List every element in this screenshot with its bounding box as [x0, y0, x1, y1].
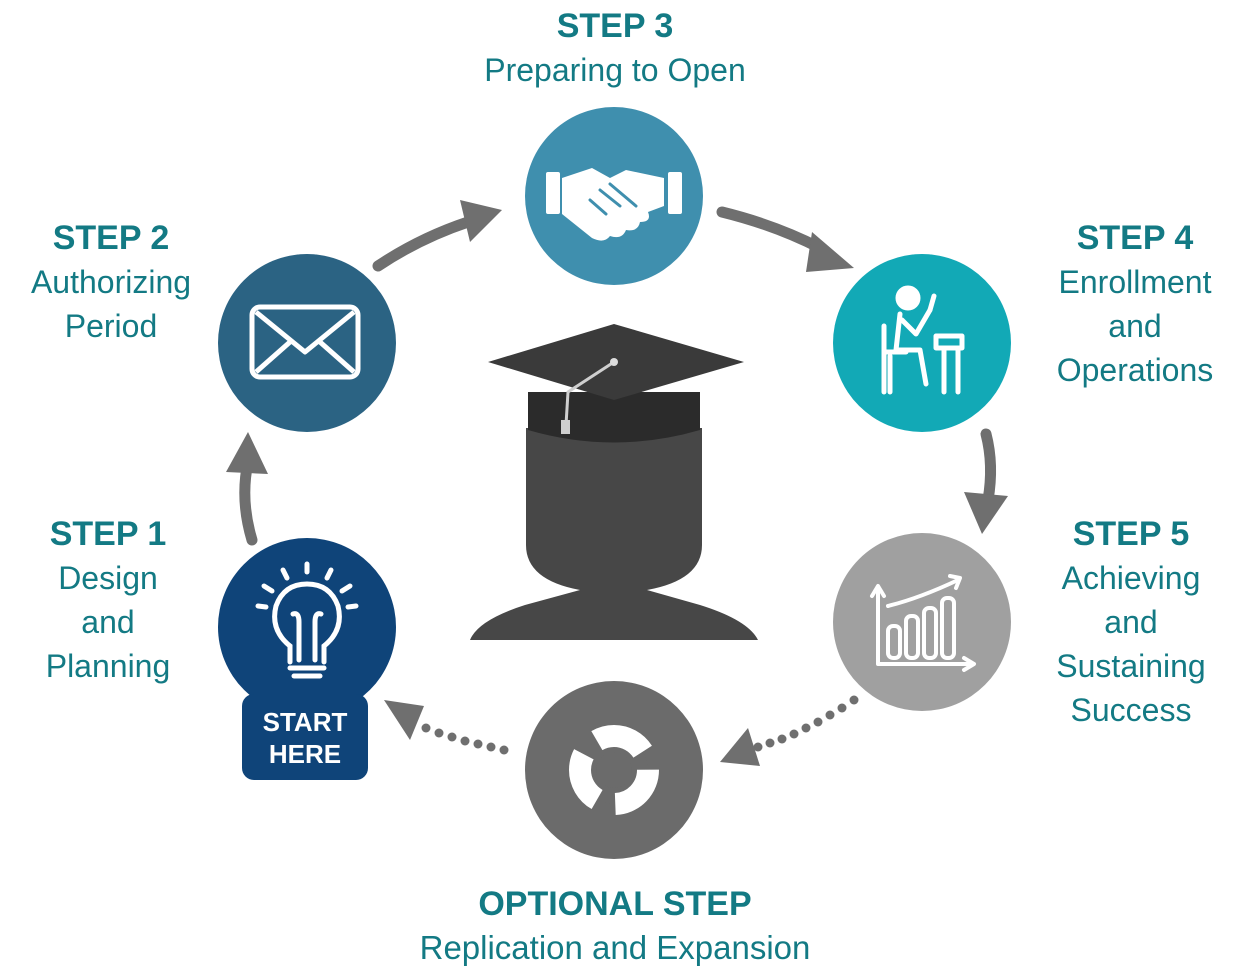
arrow-step2-to-step3: [372, 200, 502, 272]
step1-title: STEP 1: [49, 515, 167, 553]
step2-label: STEP 2 Authorizing Period: [6, 216, 216, 348]
dotted-arrow-step5-to-optional: [720, 695, 859, 766]
step5-name-line4: Success: [1070, 692, 1192, 728]
step1-label: STEP 1 Design and Planning: [8, 512, 208, 688]
arrow-step3-to-step4: [716, 206, 854, 272]
optional-node[interactable]: [525, 681, 703, 859]
step2-name-line2: Period: [64, 308, 158, 344]
step4-name-line1: Enrollment: [1058, 264, 1212, 300]
step5-name-line2: and: [1104, 604, 1158, 640]
step1-name-line3: Planning: [45, 648, 171, 684]
step4-title: STEP 4: [1076, 219, 1194, 257]
handshake-icon: [546, 168, 682, 241]
step3-title: STEP 3: [556, 7, 674, 45]
step3-label: STEP 3 Preparing to Open: [430, 4, 800, 92]
optional-step-label: OPTIONAL STEP Replication and Expansion: [330, 882, 900, 970]
step4-name-line3: Operations: [1056, 352, 1214, 388]
optional-step-title: OPTIONAL STEP: [478, 885, 752, 923]
arrow-step1-to-step2: [226, 432, 268, 546]
step3-node[interactable]: [525, 107, 703, 285]
step3-name-line1: Preparing to Open: [484, 52, 746, 88]
step5-label: STEP 5 Achieving and Sustaining Success: [1026, 512, 1236, 732]
step2-title: STEP 2: [52, 219, 170, 257]
step1-name-line2: and: [81, 604, 135, 640]
arrow-step4-to-step5: [964, 428, 1008, 534]
step5-title: STEP 5: [1072, 515, 1190, 553]
step5-name-line1: Achieving: [1061, 560, 1201, 596]
step5-name-line3: Sustaining: [1056, 648, 1206, 684]
student-desk-icon: [881, 285, 965, 395]
step2-name-line1: Authorizing: [30, 264, 192, 300]
start-badge-line1: START: [263, 707, 348, 737]
lightbulb-icon: [255, 561, 359, 679]
step4-label: STEP 4 Enrollment and Operations: [1030, 216, 1240, 392]
bar-chart-icon: [870, 574, 976, 672]
envelope-icon: [249, 304, 361, 380]
graduate-silhouette-icon: [470, 324, 758, 640]
optional-step-name: Replication and Expansion: [419, 929, 811, 966]
step4-name-line2: and: [1108, 308, 1162, 344]
dotted-arrow-optional-to-step1: [384, 700, 509, 755]
step1-name-line1: Design: [58, 560, 158, 596]
start-badge-line2: HERE: [269, 739, 341, 769]
step2-node[interactable]: [218, 254, 396, 432]
step5-node[interactable]: [833, 533, 1011, 711]
step4-node[interactable]: [833, 254, 1011, 432]
cycle-arrows-icon: [569, 725, 659, 815]
step1-node[interactable]: START HERE: [218, 538, 396, 780]
